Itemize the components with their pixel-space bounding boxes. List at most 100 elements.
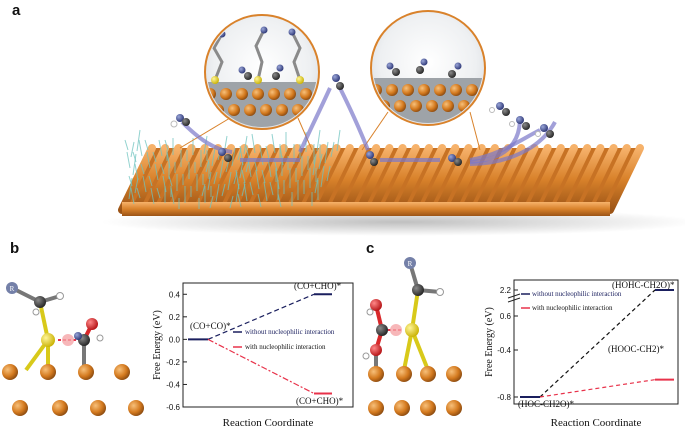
copper-atom (300, 88, 312, 100)
ligand-strand (138, 139, 143, 157)
copper-atom (368, 366, 384, 382)
chart-b-ytick-label: -0.6 (166, 403, 180, 412)
co-molecules-arrows (170, 74, 557, 166)
ligand-strand (227, 171, 232, 191)
chart-b-legend-with: with nucleophilic interaction (245, 343, 326, 351)
ligand-strand (330, 141, 335, 158)
ligand-strand (336, 129, 341, 152)
copper-atom (434, 84, 446, 96)
ligand-strand (239, 159, 244, 179)
copper-atom (396, 366, 412, 382)
ligand-strand (160, 163, 165, 175)
copper-atom (466, 84, 478, 96)
ligand-brush (124, 129, 341, 209)
ligand-strand (130, 187, 135, 205)
copper-atom (284, 88, 296, 100)
copper-atom (276, 104, 288, 116)
panel-label-a: a (12, 2, 21, 19)
ligand-strand (277, 193, 282, 208)
copper-rod (329, 144, 368, 214)
zoom-line-left-1 (179, 117, 231, 149)
chart-c-axis-break-2 (507, 297, 521, 303)
chart-b-ylabel: Free Energy (eV) (152, 310, 163, 380)
panel-label-b: b (10, 240, 20, 257)
copper-rod (315, 144, 354, 214)
copper-rod (210, 144, 249, 214)
ligand-strand (324, 141, 329, 164)
copper-atom (220, 88, 232, 100)
copper-atom (128, 400, 144, 416)
copper-atom (268, 88, 280, 100)
ligand-strand (320, 165, 325, 188)
copper-rod (513, 144, 552, 214)
ligand-strand (215, 183, 220, 203)
copper-atom (450, 84, 462, 96)
ligand-strand (265, 145, 270, 160)
ligand-strand (235, 183, 240, 203)
chart-b-ytick-label: -0.4 (166, 380, 180, 389)
ligand-strand (318, 153, 323, 170)
copper-atom (52, 400, 68, 416)
ligand-strand (255, 169, 260, 190)
ligand-strand (241, 183, 246, 197)
ligand-strand (146, 151, 151, 169)
chart-b-frame (182, 282, 354, 408)
chart-b-ytick-label: -0.2 (166, 358, 180, 367)
copper-atom (474, 100, 483, 112)
copper-atom (90, 400, 106, 416)
ligand-strand (130, 141, 135, 158)
ligand-strand (237, 193, 242, 208)
ligand-strand (168, 175, 173, 187)
ligand-strand (136, 129, 141, 152)
ligand-strand (316, 129, 321, 152)
ligand-strand (237, 147, 242, 161)
arrow-down-right (338, 87, 370, 151)
copper-atom (244, 104, 256, 116)
chart-c-legend-without: without nucleophilic interaction (532, 290, 622, 298)
copper-atom (394, 400, 410, 416)
copper-rod (553, 144, 592, 214)
ligand-strand (203, 135, 208, 155)
copper-atom (442, 100, 454, 112)
ligand-strand (132, 153, 137, 176)
chart-c-legend-with: with nucleophilic interaction (532, 304, 613, 312)
copper-rod (606, 144, 644, 214)
arrow-down-left (298, 87, 332, 153)
ligand-strand (209, 195, 214, 209)
ligand-strand (241, 169, 246, 184)
ligand-strand (243, 135, 248, 155)
copper-rod (526, 144, 565, 214)
copper-rod (579, 144, 618, 214)
copper-atom (114, 364, 130, 380)
ligand-strand (164, 139, 169, 151)
ligand-strand (231, 147, 236, 167)
copper-rod (276, 144, 315, 214)
chart-c-xlabel: Reaction Coordinate (551, 417, 642, 429)
ligand-strand (263, 181, 268, 202)
chart-c-ytick-label: -0.4 (497, 346, 511, 355)
ligand-strand (126, 151, 131, 169)
ligand-strand (213, 171, 218, 185)
copper-atom (260, 104, 272, 116)
arrow-out-2 (469, 117, 522, 164)
ligand-strand (229, 195, 234, 209)
chart-b-series-with-connector (207, 338, 315, 395)
ligand-strand (269, 181, 274, 196)
panel-b-structure: R (2, 282, 144, 416)
chart-b-label-end-bottom: (CO+CHO)* (296, 396, 344, 406)
copper-rod (434, 144, 473, 214)
ligand-strand (249, 181, 254, 196)
ligand-strand (245, 145, 250, 160)
copper-atom (78, 364, 94, 380)
zoom-circle-right (370, 10, 486, 126)
chart-b-label-end-top: (CO+CHO)* (294, 281, 342, 291)
chart-c-series-with-connector (539, 379, 656, 398)
ligand-strand (140, 163, 145, 175)
copper-rod (170, 144, 209, 214)
copper-atom (418, 84, 430, 96)
copper-atom (252, 88, 264, 100)
ligand-strand (144, 139, 149, 151)
copper-atom (402, 84, 414, 96)
ligand-strand (134, 163, 139, 181)
ligand-strand (162, 175, 167, 193)
